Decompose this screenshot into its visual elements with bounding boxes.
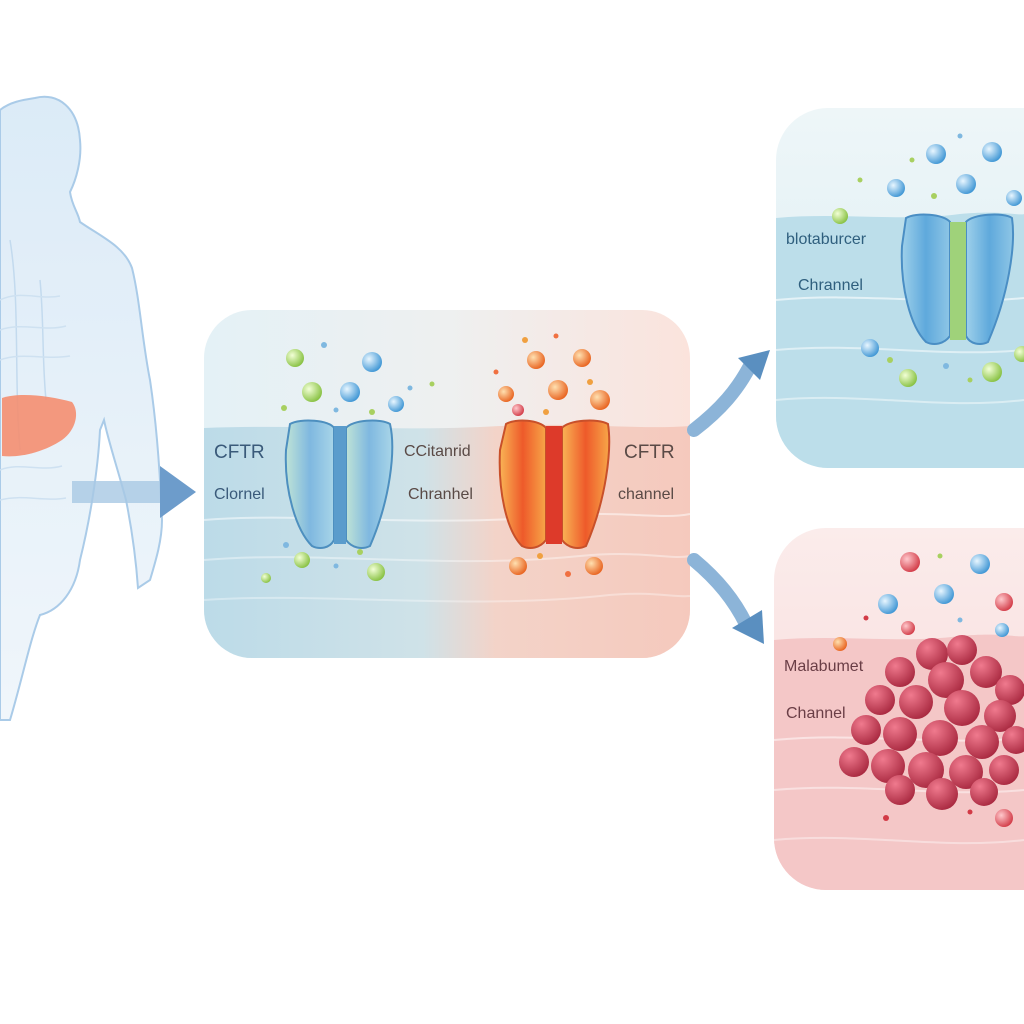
mutant-label-1: CCitanrid — [404, 443, 471, 460]
top-right-label-2: Chrannel — [798, 277, 863, 294]
mutant-label-3: CFTR — [624, 442, 675, 463]
human-silhouette-icon — [0, 95, 164, 721]
bottom-right-panel: Malabumet Channel — [774, 528, 1024, 890]
normal-label-2: Clornel — [214, 486, 265, 503]
organ-highlight-icon — [2, 395, 77, 457]
arrow-right-icon — [72, 466, 196, 518]
ion-particle-icon — [832, 133, 1024, 387]
normal-cftr-channel — [284, 419, 394, 549]
mutant-label-2: Chranhel — [408, 486, 473, 503]
arrow-up-right-icon — [687, 350, 770, 437]
center-panel: CFTR Clornel CCitanrid Chranhel CFTR cha… — [204, 310, 690, 658]
ion-particle-icon — [261, 333, 610, 583]
normal-label-1: CFTR — [214, 442, 265, 463]
mutant-cftr-channel — [498, 419, 611, 549]
mucus-cluster-icon — [839, 635, 1024, 810]
bottom-right-label-1: Malabumet — [784, 658, 864, 675]
ion-particle-icon — [833, 552, 1013, 827]
bottom-right-label-2: Channel — [786, 705, 846, 722]
normal-channel-zoom — [900, 213, 1014, 345]
top-right-label-1: blotaburcer — [786, 231, 867, 248]
mutant-label-4: channel — [618, 486, 674, 503]
top-right-panel: blotaburcer Chrannel — [776, 108, 1024, 468]
arrow-down-right-icon — [687, 553, 764, 644]
